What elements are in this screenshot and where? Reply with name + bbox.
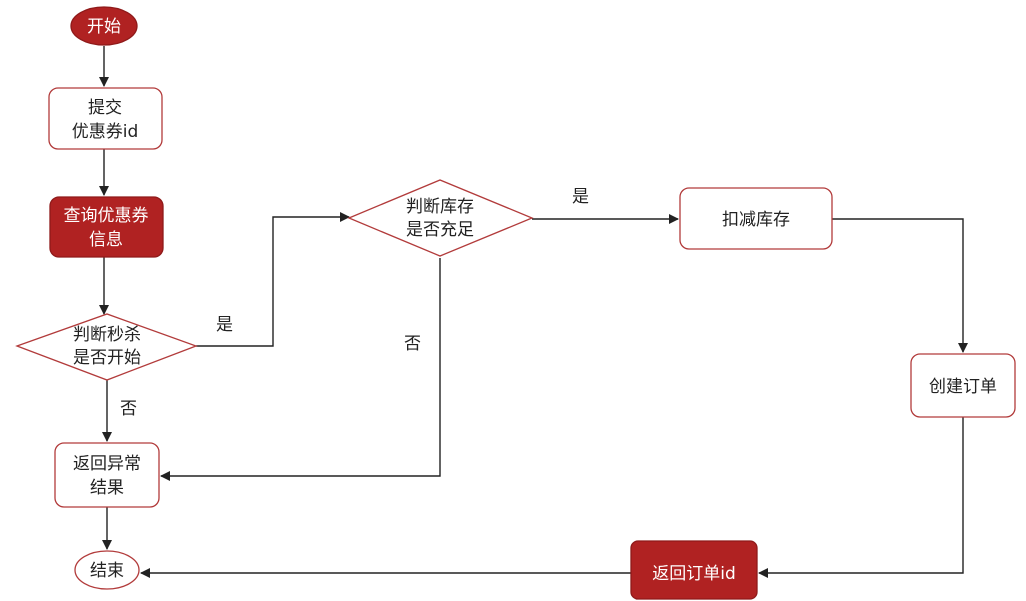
- return-error-label-line-2: 结果: [90, 478, 124, 498]
- edge-deduct-to-create-order: [832, 218, 968, 353]
- return-order-id-label: 返回订单id: [652, 564, 736, 584]
- edge-label-start-yes: 是: [216, 315, 233, 335]
- create-order-node: 创建订单: [910, 353, 1016, 418]
- return-error-label-line-1: 返回异常: [73, 454, 141, 474]
- submit-coupon-label-line-2: 优惠券id: [72, 122, 139, 142]
- check-stock-label-line-1: 判断库存: [406, 197, 474, 217]
- start-node: 开始: [70, 6, 138, 46]
- check-start-decision: 判断秒杀 是否开始: [15, 313, 198, 381]
- query-coupon-node: 查询优惠券 信息: [49, 196, 164, 258]
- query-coupon-label-line-2: 信息: [89, 230, 123, 250]
- return-order-id-node: 返回订单id: [630, 540, 758, 600]
- deduct-stock-node: 扣减库存: [679, 187, 833, 250]
- edge-label-start-no: 否: [120, 399, 137, 419]
- check-stock-decision: 判断库存 是否充足: [347, 179, 534, 257]
- end-node-label: 结束: [90, 561, 124, 581]
- edge-label-stock-yes: 是: [572, 187, 589, 207]
- end-node: 结束: [74, 550, 140, 590]
- edge-label-stock-no: 否: [404, 334, 421, 354]
- edge-check-start-yes: [196, 212, 350, 347]
- deduct-stock-label: 扣减库存: [722, 210, 790, 230]
- start-node-label: 开始: [87, 17, 121, 37]
- check-stock-label-line-2: 是否充足: [406, 220, 474, 240]
- submit-coupon-label-line-1: 提交: [88, 98, 122, 118]
- submit-coupon-node: 提交 优惠券id: [48, 87, 163, 150]
- return-error-node: 返回异常 结果: [54, 442, 160, 508]
- create-order-label: 创建订单: [929, 377, 997, 397]
- check-start-label-line-2: 是否开始: [73, 348, 141, 368]
- check-start-label-line-1: 判断秒杀: [73, 325, 141, 345]
- edge-create-order-to-return-order: [758, 417, 964, 578]
- edge-check-stock-no: [160, 258, 441, 481]
- query-coupon-label-line-1: 查询优惠券: [64, 206, 149, 226]
